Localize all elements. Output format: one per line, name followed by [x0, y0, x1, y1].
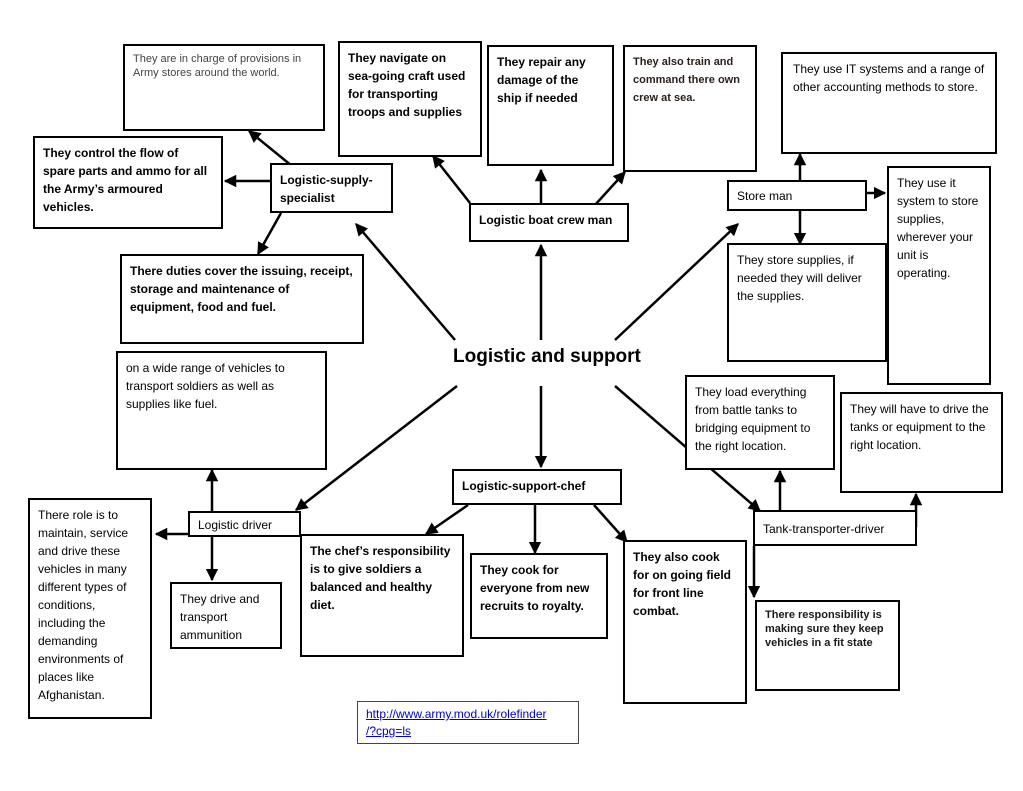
- detail-train-text: They also train and command there own cr…: [633, 56, 740, 104]
- detail-chef-responsibility: The chef’s responsibility is to give sol…: [300, 534, 464, 657]
- detail-cook-field: They also cook for on going field for fr…: [623, 540, 747, 704]
- page-title: Logistic and support: [453, 346, 641, 367]
- arrow-boat-to-train: [594, 171, 626, 206]
- detail-cook-everyone: They cook for everyone from new recruits…: [470, 553, 608, 639]
- detail-vehicles: on a wide range of vehicles to transport…: [116, 351, 327, 470]
- detail-navigate: They navigate on sea-going craft used fo…: [338, 41, 482, 157]
- detail-load: They load everything from battle tanks t…: [685, 375, 835, 470]
- node-chef: Logistic-support-chef: [452, 469, 622, 505]
- node-driver: Logistic driver: [188, 511, 301, 537]
- node-store-man: Store man: [727, 180, 867, 211]
- detail-repair: They repair any damage of the ship if ne…: [487, 45, 614, 166]
- source-link[interactable]: http://www.army.mod.uk/rolefinder /?cpg=…: [357, 701, 579, 744]
- arrow-specialist-to-duties: [256, 212, 283, 256]
- detail-it-systems: They use IT systems and a range of other…: [781, 52, 997, 154]
- detail-provisions: They are in charge of provisions in Army…: [123, 44, 325, 131]
- detail-maintain: There role is to maintain, service and d…: [28, 498, 152, 719]
- detail-it-store: They use it system to store supplies, wh…: [887, 166, 991, 385]
- detail-train: They also train and command there own cr…: [623, 45, 757, 172]
- arrow-center-to-driver: [295, 385, 458, 511]
- node-tank-driver: Tank-transporter-driver: [753, 510, 917, 546]
- arrow-boat-to-navigate: [432, 155, 471, 204]
- node-boat-crew: Logistic boat crew man: [469, 203, 629, 242]
- arrow-center-to-supply-specialist: [355, 223, 456, 341]
- detail-drive: They will have to drive the tanks or equ…: [840, 392, 1003, 493]
- node-supply-specialist: Logistic-supply- specialist: [270, 163, 393, 213]
- arrow-chef-to-cook-field: [593, 504, 628, 543]
- detail-fit-state: There responsibility is making sure they…: [755, 600, 900, 691]
- detail-flow: They control the flow of spare parts and…: [33, 136, 223, 229]
- arrow-center-to-store-man: [614, 223, 739, 341]
- arrow-specialist-to-provisions: [248, 130, 293, 167]
- detail-ammo: They drive and transport ammunition: [170, 582, 282, 649]
- arrow-chef-to-responsibility: [424, 503, 469, 536]
- detail-duties: There duties cover the issuing, receipt,…: [120, 254, 364, 344]
- detail-store-supplies: They store supplies, if needed they will…: [727, 243, 887, 362]
- detail-fit-state-text: There responsibility is making sure they…: [765, 609, 884, 649]
